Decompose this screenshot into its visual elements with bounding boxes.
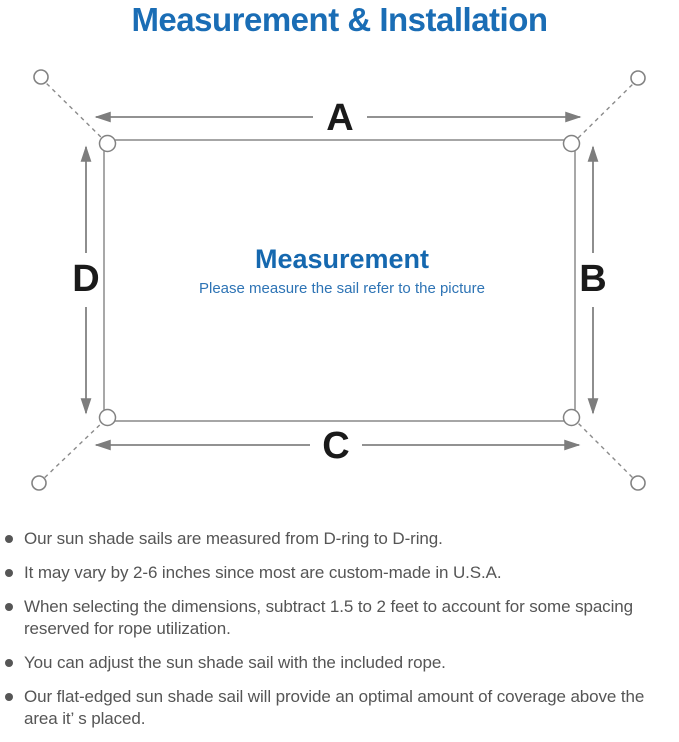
notes-list: Our sun shade sails are measured from D-… bbox=[0, 528, 672, 742]
d-ring-icon bbox=[98, 134, 581, 427]
label-side-c: C bbox=[322, 425, 349, 467]
bullet-icon bbox=[5, 569, 13, 577]
list-item: You can adjust the sun shade sail with t… bbox=[0, 652, 672, 674]
note-text: You can adjust the sun shade sail with t… bbox=[24, 653, 446, 672]
note-text: It may vary by 2-6 inches since most are… bbox=[24, 563, 502, 582]
list-item: Our sun shade sails are measured from D-… bbox=[0, 528, 672, 550]
measurement-diagram: A C D B Measurement Please measure the s… bbox=[31, 69, 646, 491]
list-item: When selecting the dimensions, subtract … bbox=[0, 596, 672, 640]
note-text: Our sun shade sails are measured from D-… bbox=[24, 529, 443, 548]
bullet-icon bbox=[5, 693, 13, 701]
note-text: Our flat-edged sun shade sail will provi… bbox=[24, 687, 645, 728]
dimension-arrows bbox=[80, 111, 599, 451]
diagram-center-subtitle: Please measure the sail refer to the pic… bbox=[199, 280, 485, 297]
list-item: It may vary by 2-6 inches since most are… bbox=[0, 562, 672, 584]
sail-outline bbox=[103, 139, 576, 422]
bullet-icon bbox=[5, 659, 13, 667]
anchor-point-icon bbox=[31, 69, 646, 491]
page-title: Measurement & Installation bbox=[131, 1, 548, 38]
diagram-center-title: Measurement bbox=[255, 244, 429, 274]
bullet-icon bbox=[5, 535, 13, 543]
note-text: When selecting the dimensions, subtract … bbox=[24, 597, 633, 638]
list-item: Our flat-edged sun shade sail will provi… bbox=[0, 686, 672, 730]
bullet-icon bbox=[5, 603, 13, 611]
label-side-b: B bbox=[579, 258, 606, 300]
label-side-d: D bbox=[72, 258, 99, 300]
label-side-a: A bbox=[326, 97, 353, 139]
